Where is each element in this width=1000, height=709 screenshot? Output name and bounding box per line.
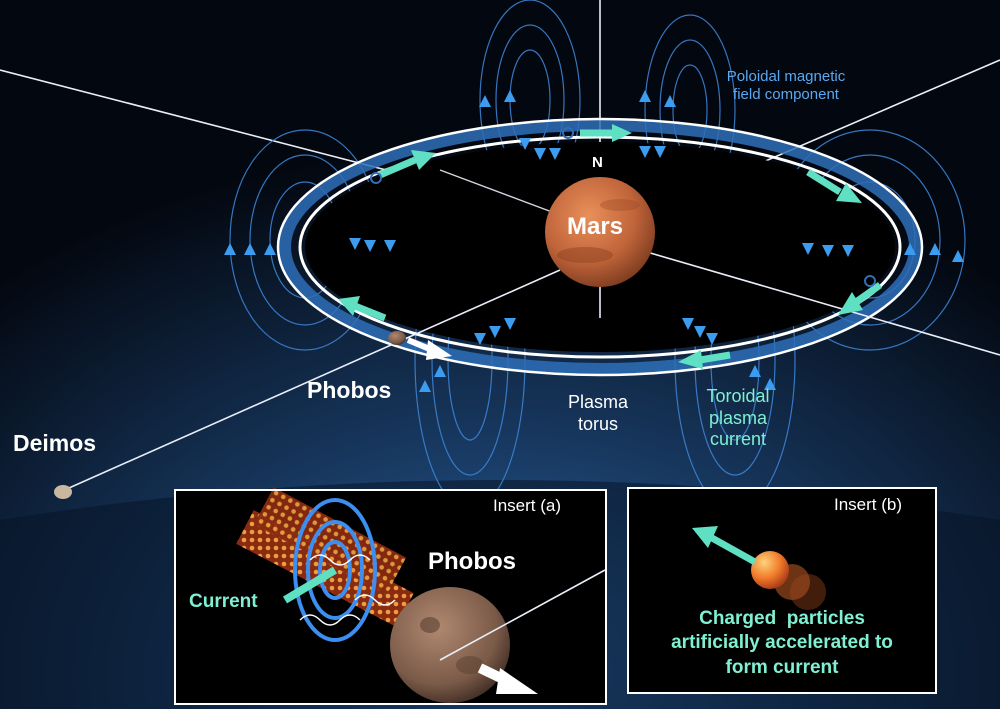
insert-b-title: Insert (b) <box>834 495 903 514</box>
insert-b-caption-line3: form current <box>725 656 839 678</box>
field-direction-arrows <box>224 90 964 392</box>
north-label: N <box>592 154 603 171</box>
phobos-label: Phobos <box>307 377 392 403</box>
plasma-torus-label-line1: Plasma <box>567 392 629 412</box>
plasma-torus-label: Plasma torus <box>550 392 646 435</box>
plasma-torus-outer-ring <box>276 117 924 377</box>
insert-a-frame <box>174 489 607 705</box>
insert-b-frame <box>627 487 937 694</box>
poloidal-field-label-line2: field component <box>733 86 839 103</box>
poloidal-field-label: Poloidal magnetic field component <box>706 68 866 104</box>
orbit-line-interior-left <box>439 169 561 216</box>
toroidal-current-label-line3: current <box>709 429 767 450</box>
toroidal-current-label: Toroidal plasma current <box>690 386 786 451</box>
insert-b-caption-line2: artificially accelerated to <box>671 632 893 654</box>
deimos-label: Deimos <box>13 430 97 456</box>
plasma-torus-inner-ring <box>298 135 902 359</box>
orbit-line-lower-right <box>639 249 1000 356</box>
poloidal-field-label-line1: Poloidal magnetic <box>726 68 846 85</box>
toroidal-current-label-line2: plasma <box>708 407 768 428</box>
charged-particle <box>751 551 789 589</box>
plasma-torus-label-line2: torus <box>577 413 619 434</box>
toroidal-current-label-line1: Toroidal <box>706 386 770 406</box>
phobos-moon <box>388 331 406 345</box>
mars-planet <box>545 177 655 287</box>
phobos-close-up <box>390 587 510 703</box>
insert-a-current-label: Current <box>189 591 258 612</box>
insert-a-title: Insert (a) <box>493 496 562 515</box>
insert-b-caption: Charged particles artificially accelerat… <box>637 607 927 680</box>
toroidal-current-arrows <box>338 124 883 369</box>
insert-a-illustration <box>236 487 606 703</box>
insert-b-illustration <box>692 526 826 610</box>
insert-b-caption-line1: Charged particles <box>699 608 865 629</box>
mars-label: Mars <box>567 213 624 240</box>
plasma-torus-band <box>279 119 921 375</box>
deimos-moon <box>54 485 72 499</box>
insert-a-phobos-label: Phobos <box>428 548 516 575</box>
deimos-orbit-line <box>59 269 561 493</box>
